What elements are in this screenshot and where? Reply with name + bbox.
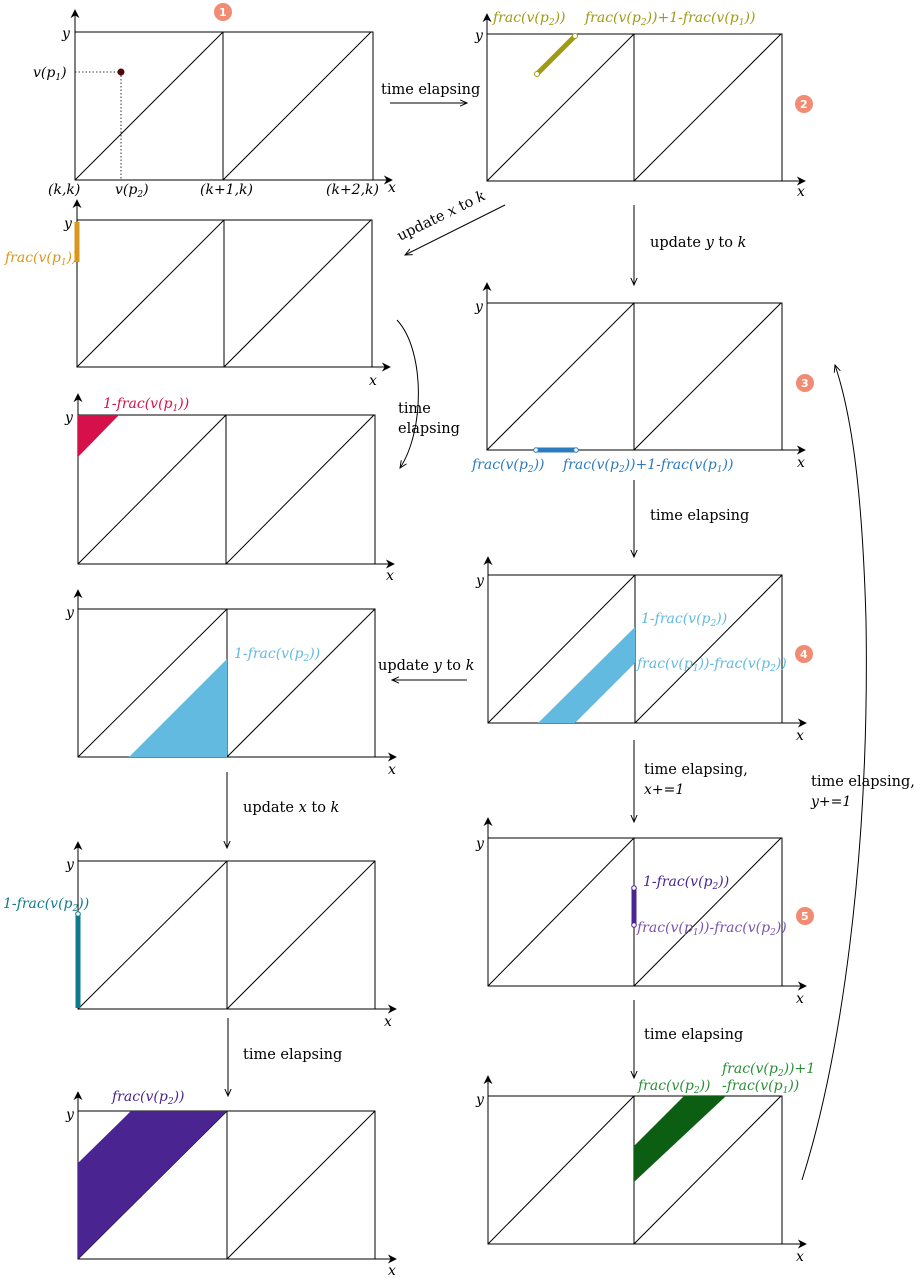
badge-4	[795, 645, 813, 663]
label-frac-p2-plus-b: frac(v(p2))+1-frac(v(p1))	[562, 457, 733, 475]
svg-text:x: x	[384, 1014, 392, 1030]
label-frac-p2-d: frac(v(p2))	[111, 1089, 185, 1107]
point-p	[117, 68, 125, 76]
label-1-minus-frac-p2: 1-frac(v(p2))	[641, 611, 727, 629]
badge-5	[796, 907, 814, 925]
svg-text:y: y	[65, 1107, 75, 1123]
arrow-label-time-elapsing-comma-1: time elapsing,	[644, 762, 748, 778]
svg-text:y: y	[65, 857, 75, 873]
svg-text:5: 5	[801, 910, 809, 923]
badge-3	[796, 374, 814, 392]
region-olive-segment	[534, 33, 578, 77]
arrow-label-elapsing: elapsing	[398, 421, 460, 437]
transitions: time elapsing update x to k update y to …	[227, 82, 915, 1181]
panel-6: y x frac(v(p2)) frac(v(p2))+1 -frac(v(p1…	[475, 1061, 815, 1265]
region-green	[634, 1096, 726, 1182]
panel-3: y x frac(v(p2)) frac(v(p2))+1-frac(v(p1)…	[471, 282, 814, 475]
svg-text:x: x	[797, 184, 805, 200]
svg-text:y: y	[65, 605, 75, 621]
panel-left-5: y x 1-frac(v(p2))	[3, 841, 397, 1030]
label-frac-p2-b: frac(v(p2))	[471, 457, 545, 475]
panel-left-4: y x 1-frac(v(p2))	[65, 589, 397, 778]
label-k1-k: (k+1,k)	[200, 182, 253, 198]
label-k2-k: (k+2,k)	[326, 182, 379, 198]
svg-text:y: y	[64, 410, 74, 426]
svg-text:4: 4	[800, 648, 808, 661]
label-v-p1: v(p1)	[33, 65, 67, 83]
panel-2: y x frac(v(p2)) frac(v(p2))+1-frac(v(p1)…	[474, 10, 813, 200]
arrow-label-time-elapsing-comma-2: time elapsing,	[811, 774, 915, 790]
region-purple	[78, 1111, 227, 1259]
arrow-label-update-x-2: update x to k	[243, 800, 339, 816]
arrow-label-time-elapsing-3: time elapsing	[644, 1027, 743, 1043]
svg-text:y: y	[474, 299, 484, 315]
arrow-label-time-elapsing-1: time elapsing	[381, 82, 480, 98]
svg-text:x: x	[797, 455, 805, 471]
arrow-label-update-y-2: update y to k	[378, 658, 474, 674]
arrow-label-update-y-1: update y to k	[650, 235, 746, 251]
arrow-label-time-elapsing-2: time elapsing	[650, 508, 749, 524]
panel-1: y x v(p1) v(p2) (k,k) (k+1,k) (k+2,k) 1	[33, 3, 396, 200]
svg-text:x: x	[369, 373, 377, 389]
x-axis-label: x	[388, 180, 396, 196]
svg-text:y: y	[475, 1092, 485, 1108]
label-frac-diff: frac(v(p1))-frac(v(p2))	[636, 656, 787, 674]
badge-1	[214, 3, 232, 21]
label-1-minus-frac-p2-b: 1-frac(v(p2))	[234, 646, 320, 664]
label-1-minus-frac-p2-c: 1-frac(v(p2))	[643, 874, 729, 892]
svg-text:y: y	[475, 573, 485, 589]
panel-left-2: y x frac(v(p1))	[4, 199, 391, 389]
panel-4: y x 1-frac(v(p2)) frac(v(p1))-frac(v(p2)…	[475, 556, 813, 744]
y-axis-label: y	[61, 26, 71, 42]
arrow-label-time: time	[398, 401, 431, 417]
label-k-k: (k,k)	[48, 182, 80, 198]
label-frac-diff-b: frac(v(p1))-frac(v(p2))	[636, 920, 787, 938]
panel-left-3: y x 1-frac(v(p1))	[64, 393, 395, 584]
label-1-minus-frac-p2-d: 1-frac(v(p2))	[3, 896, 89, 914]
svg-text:2: 2	[800, 98, 808, 111]
svg-text:x: x	[796, 728, 804, 744]
svg-text:y: y	[63, 216, 73, 232]
region-lightblue-tri	[129, 659, 227, 757]
region-crimson	[78, 415, 119, 457]
svg-text:x: x	[388, 1263, 396, 1279]
label-frac-p2-plus: frac(v(p2))+1-frac(v(p1))	[584, 10, 755, 28]
arrow-label-update-x-1: update x to k	[395, 188, 489, 245]
label-minus-frac-p1: -frac(v(p1))	[722, 1078, 799, 1096]
panel-5: y x 1-frac(v(p2)) frac(v(p1))-frac(v(p2)…	[475, 817, 814, 1007]
svg-text:x: x	[796, 1249, 804, 1265]
label-1-minus-frac-p1: 1-frac(v(p1))	[103, 396, 189, 414]
label-v-p2: v(p2)	[115, 182, 149, 200]
svg-text:x: x	[386, 568, 394, 584]
svg-text:x: x	[796, 991, 804, 1007]
arrow-label-x-plus: x+=1	[644, 782, 684, 798]
svg-text:x: x	[388, 762, 396, 778]
arrow-label-y-plus: y+=1	[810, 794, 851, 810]
svg-text:y: y	[475, 836, 485, 852]
svg-text:y: y	[474, 28, 484, 44]
svg-text:3: 3	[801, 377, 809, 390]
label-frac-p2-plus-1: frac(v(p2))+1	[721, 1061, 815, 1079]
svg-text:1: 1	[219, 6, 227, 19]
badge-2	[795, 95, 813, 113]
label-frac-p2-c: frac(v(p2))	[637, 1078, 711, 1096]
label-frac-p2: frac(v(p2))	[492, 10, 566, 28]
panel-left-6: y x frac(v(p2))	[65, 1089, 397, 1279]
region-lightblue	[538, 627, 635, 723]
label-frac-p1: frac(v(p1))	[4, 250, 78, 268]
arrow-label-time-elapsing-4: time elapsing	[243, 1047, 342, 1063]
